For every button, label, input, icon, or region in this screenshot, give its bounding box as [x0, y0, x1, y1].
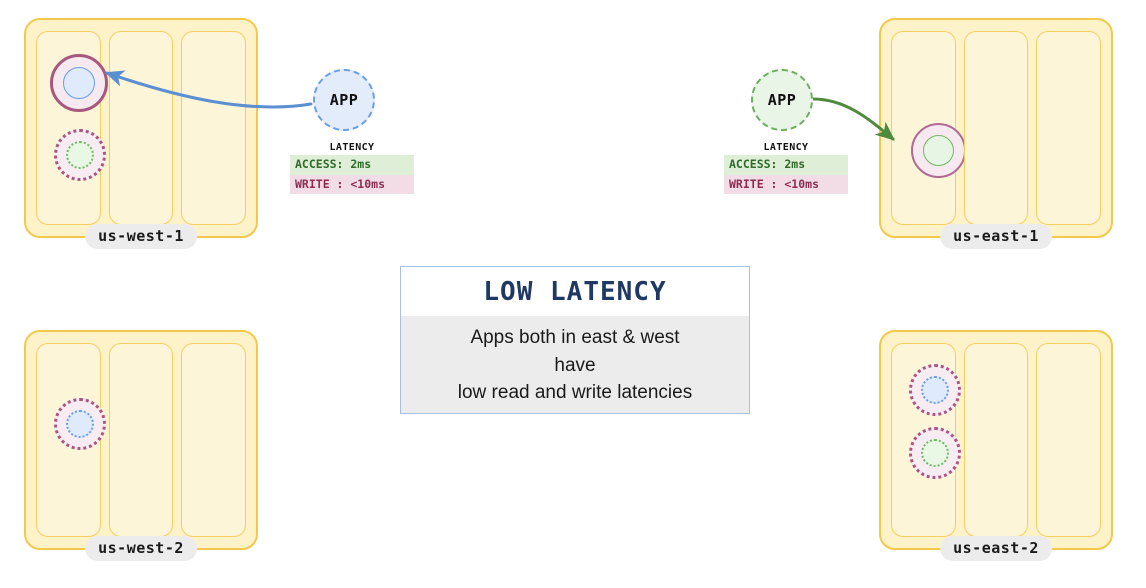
region-us-east-2[interactable]: us-east-2	[879, 330, 1113, 561]
region-label-us-east-1: us-east-1	[940, 224, 1052, 249]
rack	[963, 31, 1029, 225]
rack	[108, 31, 174, 225]
region-label-us-west-2: us-west-2	[85, 536, 197, 561]
rack	[36, 343, 106, 537]
rack	[181, 31, 247, 225]
rack	[891, 31, 966, 225]
replica-core	[923, 135, 954, 166]
rack	[181, 343, 247, 537]
rack	[963, 343, 1029, 537]
callout-title: LOW LATENCY	[401, 267, 749, 316]
rack	[1036, 343, 1102, 537]
replica-follower-green[interactable]	[909, 427, 961, 479]
replica-follower-blue[interactable]	[909, 364, 961, 416]
latency-write-badge: WRITE : <10ms	[290, 174, 414, 195]
replica-core	[66, 410, 94, 438]
replica-core	[921, 376, 949, 404]
replica-core	[921, 439, 949, 467]
callout-line-1: Apps both in east & west	[470, 327, 680, 348]
latency-block-east: LATENCY ACCESS: 2ms WRITE : <10ms	[724, 142, 848, 195]
replica-primary-blue[interactable]	[50, 54, 108, 112]
app-node-east[interactable]: APP	[751, 69, 813, 131]
low-latency-callout: LOW LATENCY Apps both in east & west hav…	[400, 266, 750, 414]
region-us-west-1[interactable]: us-west-1	[24, 18, 258, 249]
replica-core	[63, 67, 95, 99]
app-label: APP	[329, 91, 359, 109]
latency-title: LATENCY	[763, 142, 809, 153]
callout-line-3: low read and write latencies	[457, 382, 693, 404]
region-us-west-2[interactable]: us-west-2	[24, 330, 258, 561]
app-node-west[interactable]: APP	[313, 69, 375, 131]
rack	[36, 31, 108, 225]
latency-access-badge: ACCESS: 2ms	[724, 155, 848, 175]
replica-primary-green[interactable]	[911, 123, 966, 178]
region-label-us-east-2: us-east-2	[940, 536, 1052, 561]
latency-write-badge: WRITE : <10ms	[724, 174, 848, 195]
replica-follower-green[interactable]	[54, 129, 106, 181]
rack	[108, 343, 174, 537]
replica-core	[66, 141, 94, 169]
rack	[1036, 31, 1102, 225]
app-label: APP	[767, 91, 797, 109]
latency-title: LATENCY	[329, 142, 375, 153]
region-us-east-1[interactable]: us-east-1	[879, 18, 1113, 249]
replica-follower-blue[interactable]	[54, 398, 106, 450]
region-label-us-west-1: us-west-1	[85, 224, 197, 249]
rack	[891, 343, 961, 537]
latency-block-west: LATENCY ACCESS: 2ms WRITE : <10ms	[290, 142, 414, 195]
callout-body: Apps both in east & west have low read a…	[401, 316, 749, 419]
callout-line-2: have	[554, 354, 596, 376]
latency-access-badge: ACCESS: 2ms	[290, 155, 414, 175]
